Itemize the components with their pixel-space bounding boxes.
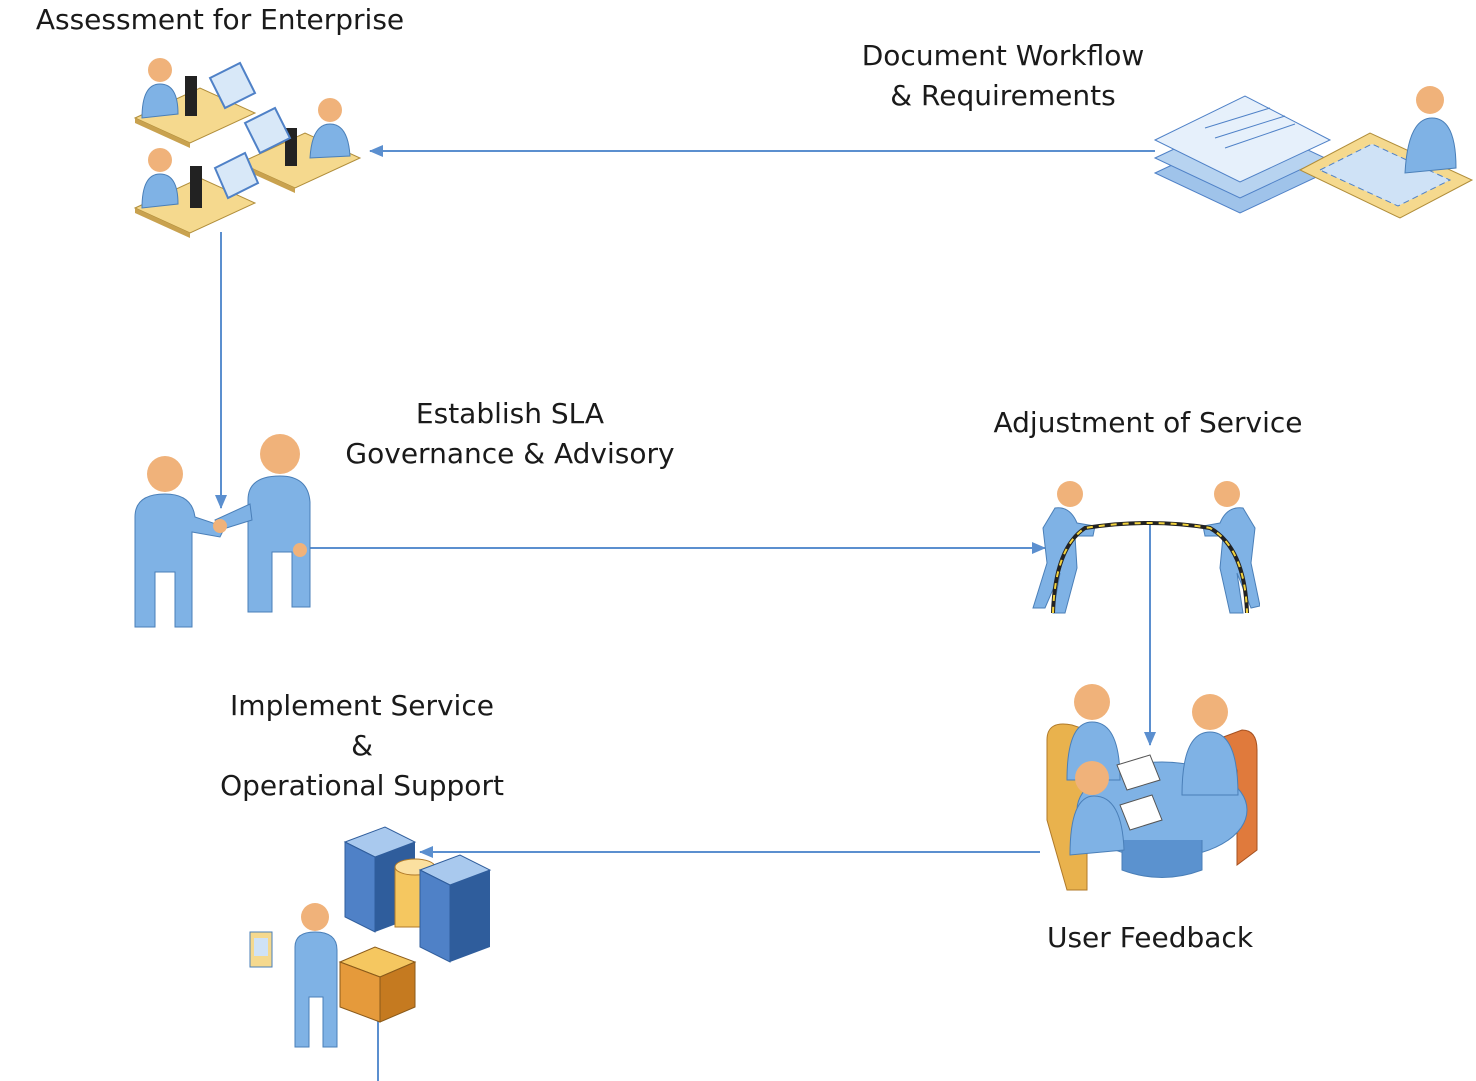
document-workflow-icon — [1153, 86, 1474, 219]
server-rack-right — [418, 854, 492, 963]
label-sla: Establish SLA Governance & Advisory — [345, 397, 675, 470]
puller-left — [1032, 481, 1096, 614]
servers-operator-icon — [249, 826, 492, 1048]
designer-at-desk — [1298, 86, 1474, 219]
person-left — [134, 456, 226, 628]
rope — [1051, 521, 1249, 614]
chair-right — [1200, 729, 1258, 866]
person-back-right — [1181, 694, 1239, 796]
handshake-icon — [134, 434, 311, 628]
person-back-left — [1066, 684, 1121, 781]
label-document-workflow: Document Workflow & Requirements — [861, 39, 1145, 112]
boxes — [338, 946, 417, 1023]
meeting-table-icon — [1046, 684, 1258, 891]
person-front — [1069, 761, 1125, 856]
label-adjustment: Adjustment of Service — [993, 406, 1303, 439]
label-implement: Implement Service & Operational Support — [220, 689, 504, 802]
label-assessment: Assessment for Enterprise — [35, 3, 405, 36]
scientist-desk-3 — [133, 148, 260, 238]
label-feedback: User Feedback — [1046, 921, 1254, 954]
handshake-hands — [213, 519, 227, 533]
scientist-desk-2 — [238, 98, 362, 193]
tug-of-war-icon — [1032, 481, 1260, 614]
scientist-desk-1 — [133, 58, 257, 148]
document-stack — [1153, 95, 1332, 214]
scientists-lab-icon — [133, 58, 362, 238]
person-right — [214, 434, 311, 613]
operator — [249, 903, 338, 1048]
papers — [1116, 754, 1161, 791]
